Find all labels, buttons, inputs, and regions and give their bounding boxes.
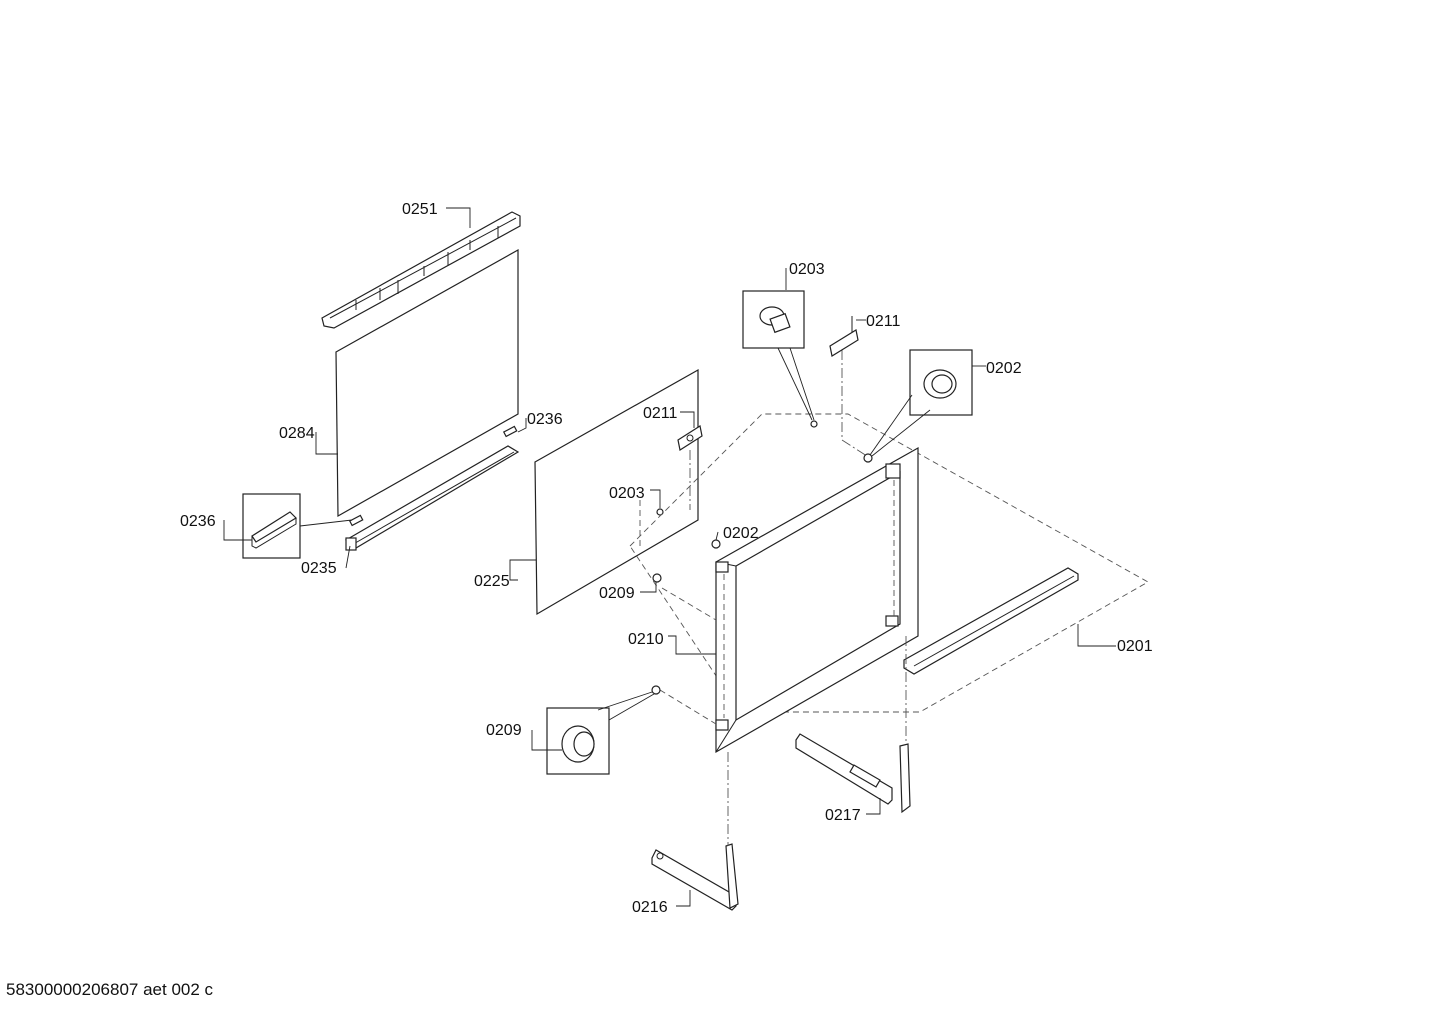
detail-box-0202 <box>869 349 973 457</box>
callout-0284: 0284 <box>279 425 315 442</box>
part-0235-bottom-trim <box>344 445 520 551</box>
part-0211-bracket-right <box>829 316 859 357</box>
part-0236-clip <box>502 425 518 438</box>
part-0217-hinge <box>795 733 911 814</box>
part-0202-grommet <box>711 539 721 549</box>
part-0210-door-frame <box>715 446 919 754</box>
callout-0217: 0217 <box>825 807 861 824</box>
assembly-axes <box>659 350 907 846</box>
callout-0211: 0211 <box>643 405 678 422</box>
callout-0251: 0251 <box>402 201 438 218</box>
callout-0201: 0201 <box>1117 638 1153 655</box>
detail-box-0203 <box>742 290 815 421</box>
part-0236-clip <box>348 514 364 527</box>
detail-box-0209 <box>546 685 661 775</box>
part-0284-glass-pane <box>335 248 519 518</box>
callout-0210: 0210 <box>628 631 664 648</box>
part-0211-bracket <box>677 425 703 451</box>
part-0209-pad <box>652 573 662 583</box>
callout-0235: 0235 <box>301 560 337 577</box>
part-0202-grommet-right <box>863 453 873 463</box>
callout-0209: 0209 <box>599 585 635 602</box>
part-0203-screw-right <box>810 420 818 428</box>
leader-lines <box>223 207 1116 907</box>
callout-0236: 0236 <box>527 411 563 428</box>
part-0201-handle <box>903 567 1079 675</box>
part-0251-top-trim <box>321 211 521 329</box>
part-0216-hinge <box>651 843 739 911</box>
callout-0202-detail: 0202 <box>986 360 1022 377</box>
callout-0236-detail: 0236 <box>180 513 216 530</box>
callout-0209-detail: 0209 <box>486 722 522 739</box>
callout-0216: 0216 <box>632 899 668 916</box>
part-0225-inner-glass <box>534 368 699 616</box>
callout-0203-detail: 0203 <box>789 261 825 278</box>
callout-0225: 0225 <box>474 573 510 590</box>
drawing-code: 58300000206807 aet 002 c <box>6 980 214 999</box>
callout-0203: 0203 <box>609 485 645 502</box>
detail-box-0236 <box>242 493 301 559</box>
callout-0211-right: 0211 <box>866 313 901 330</box>
part-0209-pad-lower <box>651 685 661 695</box>
callout-0202: 0202 <box>723 525 759 542</box>
part-0203-screw <box>656 508 664 516</box>
